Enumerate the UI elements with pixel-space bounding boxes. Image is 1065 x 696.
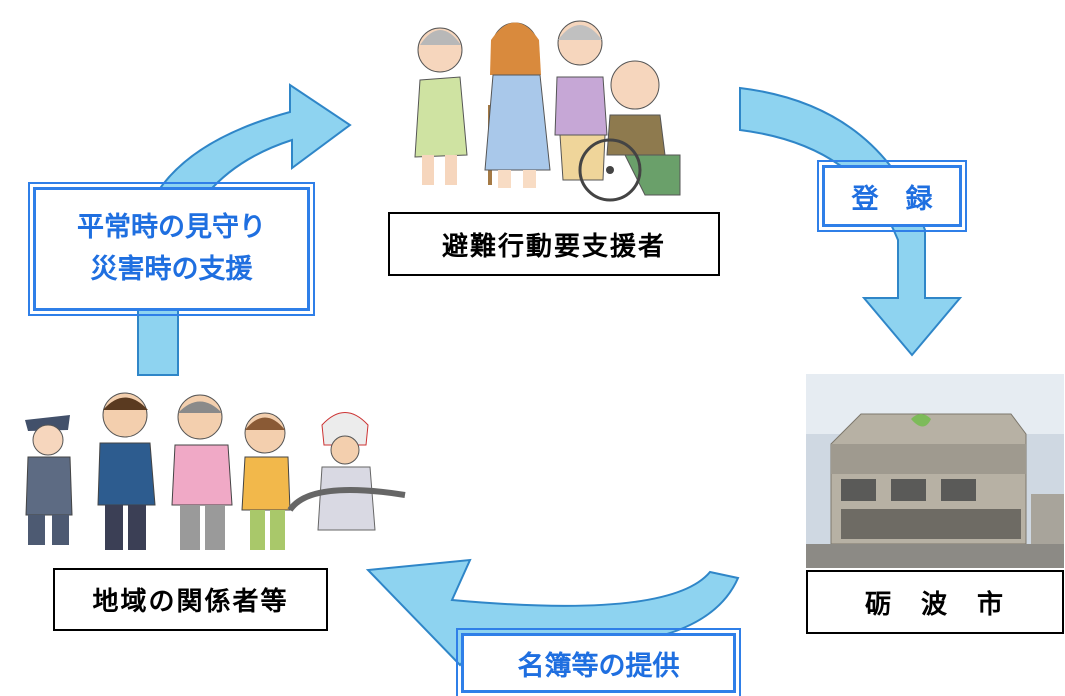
community-box: 地域の関係者等: [53, 568, 328, 631]
support-flow-line2: 災害時の支援: [90, 254, 253, 285]
elderly-people-illustration: [414, 20, 681, 202]
support-flow-line1: 平常時の見守り: [77, 212, 266, 243]
registration-flow-text: 登 録: [851, 183, 933, 215]
city-label: 砺 波 市: [864, 589, 1005, 620]
provision-flow-text: 名簿等の提供: [517, 650, 680, 682]
registration-arrow: [739, 86, 963, 357]
persons-needing-support-box: 避難行動要支援者: [388, 212, 720, 276]
city-box: 砺 波 市: [806, 570, 1064, 634]
city-hall-photo: [806, 374, 1064, 568]
registration-flow-label: 登 録: [817, 160, 967, 232]
community-label: 地域の関係者等: [92, 587, 289, 617]
provision-flow-label: 名簿等の提供: [456, 628, 741, 696]
community-people-illustration: [25, 392, 406, 550]
persons-needing-support-label: 避難行動要支援者: [441, 231, 666, 262]
support-flow-label: 平常時の見守り 災害時の支援: [28, 182, 315, 316]
